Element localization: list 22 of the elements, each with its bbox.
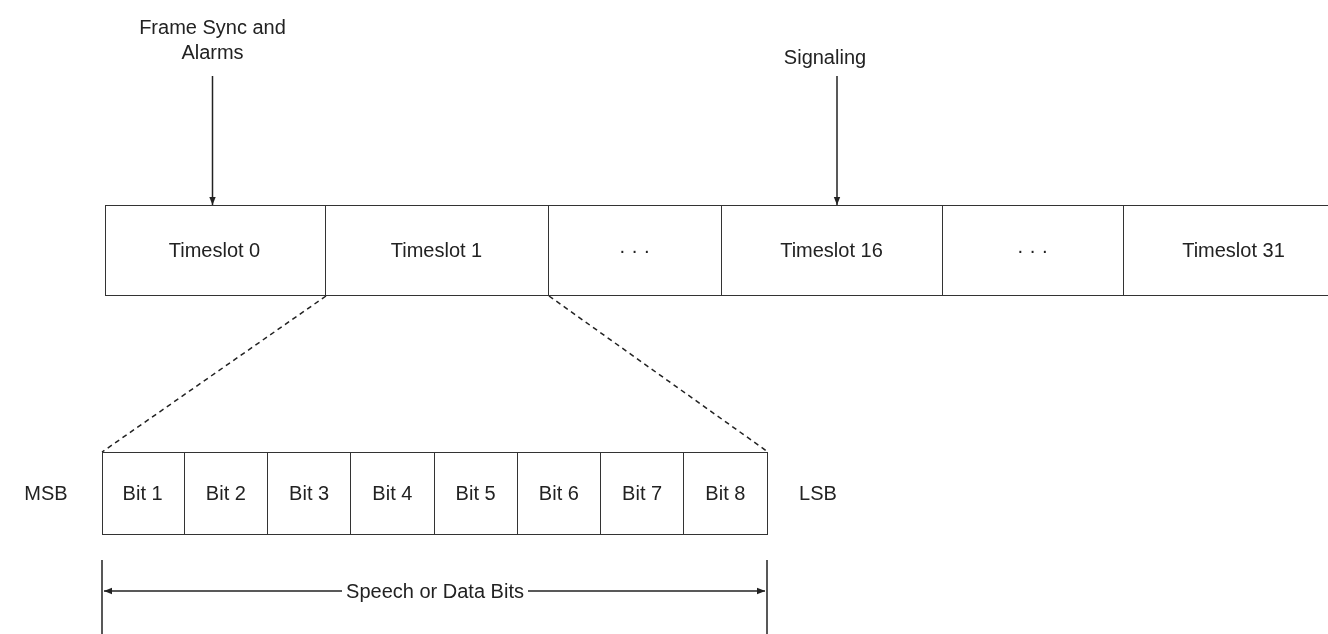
arrow (833, 75, 841, 206)
dashed-line (548, 295, 769, 453)
bit-cell: Bit 8 (684, 451, 768, 535)
timeslot-cell: Timeslot 16 (721, 204, 943, 296)
timeslot-cell: Timeslot 31 (1123, 204, 1328, 296)
annotation-label: Signaling (770, 42, 880, 72)
arrow (209, 75, 216, 206)
timeslot-cell: Timeslot 1 (325, 204, 549, 296)
bit-cell: Bit 3 (268, 451, 352, 535)
bit-cell: Bit 4 (351, 451, 435, 535)
dashed-line (101, 295, 327, 453)
bit-field (102, 452, 768, 535)
bit-cell: Bit 1 (101, 451, 185, 535)
annotation-label: Frame Sync and Alarms (130, 8, 295, 72)
timeslot-cell: Timeslot 0 (104, 204, 326, 296)
bit-cell: Bit 2 (184, 451, 268, 535)
bit-cell: Bit 5 (434, 451, 518, 535)
bit-cell: Bit 7 (601, 451, 685, 535)
timeslot-cell: · · · (548, 204, 722, 296)
timeslot-cell: · · · (942, 204, 1124, 296)
bit-cell: Bit 6 (517, 451, 601, 535)
frame-bar (105, 205, 1328, 296)
